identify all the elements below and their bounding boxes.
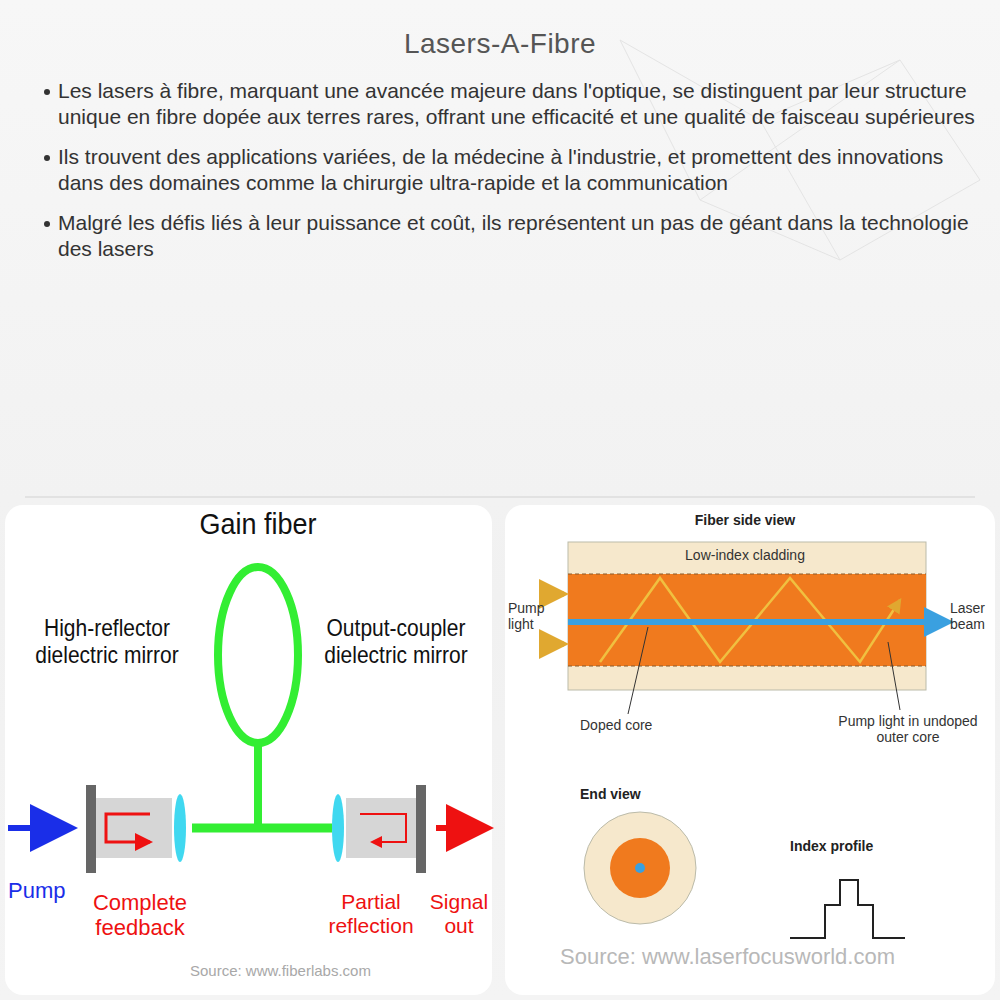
- part-label: Output-coupler dielectric mirror: [302, 616, 490, 669]
- callout-label: Pump light in undoped outer core: [838, 713, 978, 745]
- part-label: Low-index cladding: [640, 547, 850, 564]
- view-heading: Fiber side view: [640, 512, 850, 529]
- part-label: Gain fiber: [188, 506, 328, 542]
- part-label: Laser beam: [950, 600, 994, 632]
- page-title: Lasers-A-Fibre: [0, 28, 1000, 60]
- bullet-dot: [44, 221, 50, 227]
- signal-label: Partial reflection: [316, 890, 426, 938]
- bullet-text: Les lasers à fibre, marquant une avancée…: [58, 78, 978, 130]
- signal-label: Signal out: [428, 890, 490, 938]
- view-heading: End view: [580, 786, 700, 803]
- bullet-dot: [44, 89, 50, 95]
- bullet-dot: [44, 155, 50, 161]
- part-label: High-reflector dielectric mirror: [6, 616, 208, 669]
- bullet-text: Ils trouvent des applications variées, d…: [58, 144, 978, 196]
- part-label: Pump light: [508, 600, 552, 632]
- callout-label: Doped core: [580, 717, 700, 734]
- bullet-text: Malgré les défis liés à leur puissance e…: [58, 210, 978, 262]
- view-heading: Index profile: [790, 838, 920, 855]
- source-note: Source: www.laserfocusworld.com: [560, 944, 990, 970]
- source-note: Source: www.fiberlabs.com: [190, 962, 450, 980]
- signal-label: Pump: [8, 878, 78, 904]
- signal-label: Complete feedback: [84, 890, 196, 941]
